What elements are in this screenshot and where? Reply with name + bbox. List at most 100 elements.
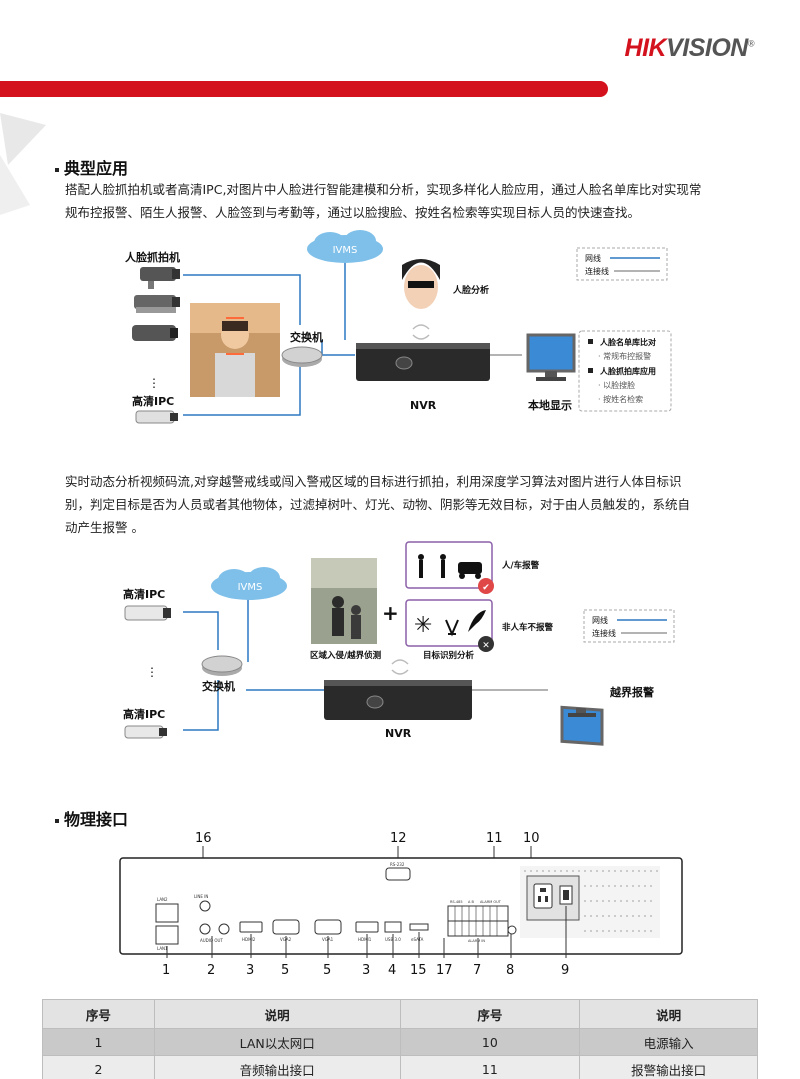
- cross-icon: ✕: [482, 641, 490, 651]
- table-header-row: 序号 说明 序号 说明: [42, 999, 758, 1029]
- logo-vision: VISION: [666, 34, 748, 62]
- switch-icon: [281, 346, 323, 367]
- alarm-in-label: ALARM IN: [468, 939, 485, 943]
- monitor-icon: [526, 333, 576, 381]
- perimeter-diagram: 高清IPC ⋮ 高清IPC IVMS 交换机 区域入侵/越界侦测 +: [0, 540, 800, 750]
- face-application-diagram: 人脸抓拍机 ⋮ 高清IPC IVMS 交换机: [0, 225, 800, 440]
- paragraph-face-line2: 规布控报警、陌生人报警、人脸签到与考勤等，通过以脸搜脸、按姓名检索等实现目标人员…: [65, 205, 641, 220]
- table-cell: 电源输入: [579, 1028, 758, 1056]
- cross-alarm-label: 越界报警: [609, 685, 654, 699]
- header-desc-2: 说明: [579, 999, 758, 1029]
- legend-net-label: 网线: [585, 253, 601, 263]
- legend-net-label-2: 网线: [592, 615, 608, 625]
- table-cell: 报警输出接口: [579, 1055, 758, 1079]
- rear-panel-diagram: 16 12 11 10 LAN2 LAN1 LINE IN AUDIO OUT …: [0, 826, 800, 986]
- label-2: 2: [207, 963, 215, 978]
- table-cell: 11: [399, 1055, 581, 1079]
- ground-screw: [507, 925, 517, 935]
- target-analysis-label: 目标识别分析: [423, 650, 475, 661]
- vga1-port: [314, 919, 342, 935]
- legend-box-1: 网线 连接线: [576, 247, 668, 281]
- interface-table: 序号 说明 序号 说明 1 LAN以太网口 10 电源输入 2 音频输出接口 1…: [42, 999, 758, 1079]
- label-11: 11: [486, 831, 503, 846]
- hd-ipc-bottom-label: 高清IPC: [123, 707, 165, 721]
- ipc-dots: ⋮: [146, 665, 158, 679]
- paragraph-perimeter-line1: 实时动态分析视频码流,对穿越警戒线或闯入警戒区域的目标进行抓拍，利用深度学习算法…: [65, 474, 682, 489]
- paragraph-perimeter-line3: 动产生报警 。: [65, 520, 144, 535]
- lan1-label: LAN1: [157, 946, 168, 951]
- vga2-port: [272, 919, 300, 935]
- plus-sign: +: [382, 601, 399, 625]
- non-target-box: ✳ ✕: [405, 599, 494, 652]
- label-4: 4: [388, 963, 396, 978]
- info-i2: · 以脸搜脸: [598, 380, 635, 390]
- paragraph-perimeter-line2: 别，判定目标是否为人员或者其他物体，过滤掉树叶、灯光、动物、阴影等无效目标，对于…: [65, 497, 691, 512]
- logo-registered: ®: [747, 38, 755, 49]
- face-analysis-label: 人脸分析: [452, 284, 489, 296]
- box-camera-icon: [134, 295, 180, 313]
- ivms-label: IVMS: [333, 245, 358, 256]
- switch-icon-2: [201, 655, 243, 676]
- person-vehicle-box: ✔: [405, 541, 494, 594]
- paragraph-face-line1: 搭配人脸抓拍机或者高清IPC,对图片中人脸进行智能建模和分析，实现多样化人脸应用…: [65, 182, 702, 197]
- label-7: 7: [473, 963, 481, 978]
- face-camera-icon: [140, 267, 180, 289]
- label-15: 15: [410, 963, 427, 978]
- header-no-2: 序号: [399, 999, 581, 1029]
- table-row: 1 LAN以太网口 10 电源输入: [42, 1028, 758, 1056]
- alarm-terminal-block: RS-485 A B ALARM OUT ALARM IN: [447, 900, 509, 943]
- table-cell: LAN以太网口: [153, 1028, 401, 1056]
- corner-decoration: [0, 113, 46, 215]
- paragraph-perimeter: 实时动态分析视频码流,对穿越警戒线或闯入警戒区域的目标进行抓拍，利用深度学习算法…: [65, 470, 755, 539]
- info-i1: · 常规布控报警: [598, 351, 651, 361]
- header-no-1: 序号: [42, 999, 155, 1029]
- label-12: 12: [390, 831, 407, 846]
- info-i3: · 按姓名检索: [598, 394, 643, 404]
- ipc-bottom-camera-icon: [124, 725, 167, 739]
- section-title-physical: 物理接口: [55, 806, 128, 830]
- monitor-icon-2: [560, 705, 604, 746]
- rs232-port: [385, 867, 411, 881]
- ivms-cloud: IVMS: [307, 230, 383, 263]
- rs232-label: RS-232: [390, 862, 405, 867]
- info-h1: 人脸名单库比对: [600, 337, 656, 347]
- intrusion-photo: [311, 558, 377, 644]
- table-cell: 10: [399, 1028, 581, 1056]
- table-cell: 1: [42, 1028, 155, 1056]
- alarm-out-label: ALARM OUT: [480, 900, 502, 904]
- paragraph-face: 搭配人脸抓拍机或者高清IPC,对图片中人脸进行智能建模和分析，实现多样化人脸应用…: [65, 178, 755, 224]
- hdmi1-label: HDMI1: [358, 937, 372, 942]
- table-row: 2 音频输出接口 11 报警输出接口: [42, 1055, 758, 1079]
- switch-label: 交换机: [290, 330, 323, 344]
- face-camera-label: 人脸抓拍机: [125, 250, 180, 264]
- label-8: 8: [506, 963, 514, 978]
- logo-hik: HIK: [624, 34, 667, 62]
- hdmi1-port: [355, 921, 379, 933]
- hdmi2-port: [239, 921, 263, 933]
- ipc-camera-icon: [135, 410, 178, 424]
- esata-label: eSATA: [411, 937, 424, 942]
- label-5a: 5: [281, 963, 289, 978]
- sync-arrows-icon-2: [391, 659, 409, 675]
- esata-port: [409, 923, 429, 931]
- local-display-label: 本地显示: [528, 398, 572, 412]
- section-title-physical-text: 物理接口: [64, 810, 129, 829]
- nvr-label-2: NVR: [385, 727, 412, 740]
- label-5b: 5: [323, 963, 331, 978]
- hd-ipc-label: 高清IPC: [132, 394, 174, 408]
- nvr-label: NVR: [410, 399, 437, 412]
- ivms-cloud-2: IVMS: [211, 567, 287, 600]
- table-cell: 音频输出接口: [153, 1055, 401, 1079]
- section-title-application-text: 典型应用: [64, 159, 129, 178]
- lan2-label: LAN2: [157, 897, 168, 902]
- switch-label-2: 交换机: [202, 679, 235, 693]
- ivms-label-2: IVMS: [238, 582, 263, 593]
- label-17: 17: [436, 963, 453, 978]
- check-icon: ✔: [482, 583, 490, 593]
- label-3a: 3: [246, 963, 254, 978]
- hikvision-logo: HIKVISION®: [624, 34, 755, 63]
- label-9: 9: [561, 963, 569, 978]
- hd-ipc-top-label: 高清IPC: [123, 587, 165, 601]
- nvr-device: [356, 343, 490, 381]
- legend-conn-label-2: 连接线: [592, 628, 616, 638]
